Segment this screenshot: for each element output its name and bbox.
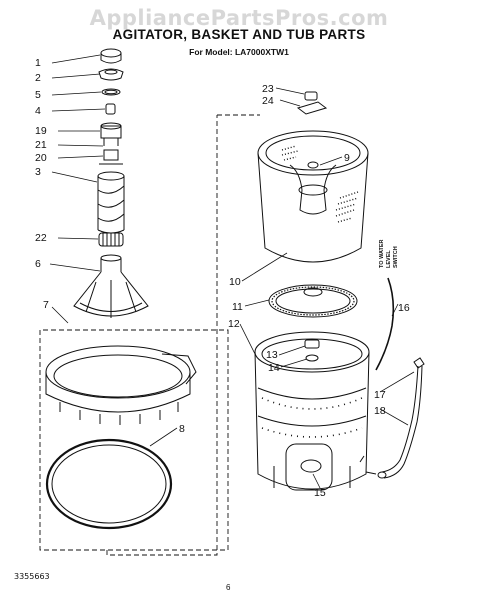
document-number: 3355663 — [14, 572, 50, 581]
callout-6: 6 — [35, 258, 41, 270]
callout-5: 5 — [35, 89, 41, 101]
water-level-label: TO WATER LEVEL SWITCH — [379, 239, 399, 268]
callout-21: 21 — [35, 139, 47, 151]
callout-24: 24 — [262, 95, 274, 107]
callout-numbers: 1 2 5 4 19 21 20 3 22 6 7 8 23 24 9 10 1… — [35, 57, 410, 499]
callout-16: 16 — [398, 302, 410, 314]
leader-lines — [49, 54, 415, 489]
callout-22: 22 — [35, 232, 47, 244]
callout-14: 14 — [268, 362, 280, 374]
side-label-line-3: SWITCH — [393, 246, 399, 268]
pressure-hose — [375, 277, 395, 371]
cap-seal — [98, 68, 124, 81]
drive-plate — [268, 284, 358, 318]
tub-gasket-inner — [51, 444, 167, 524]
agitator-cap — [100, 48, 122, 64]
callout-12: 12 — [228, 318, 240, 330]
side-label-line-1: TO WATER — [379, 239, 385, 268]
tub-gasket — [45, 438, 173, 530]
callout-20: 20 — [35, 152, 47, 164]
callout-1: 1 — [35, 57, 41, 69]
o-ring — [101, 88, 121, 96]
watermark: AppliancePartsPros.com — [89, 6, 389, 30]
basket-nut — [296, 91, 328, 115]
callout-13: 13 — [266, 349, 278, 361]
outer-tub — [254, 331, 370, 491]
callout-15: 15 — [314, 487, 326, 499]
side-label-line-2: LEVEL — [386, 250, 392, 268]
callout-9: 9 — [344, 152, 350, 164]
callout-17: 17 — [374, 389, 386, 401]
callout-4: 4 — [35, 105, 41, 117]
hose-assembly — [359, 357, 425, 479]
callout-3: 3 — [35, 166, 41, 178]
agitator-base — [73, 254, 149, 318]
callout-18: 18 — [374, 405, 386, 417]
callout-2: 2 — [35, 72, 41, 84]
bearing — [98, 232, 124, 247]
cam-part — [100, 122, 122, 146]
model-line: For Model: LA7000XTW1 — [189, 47, 289, 57]
tub-seal — [304, 339, 320, 362]
basket-part — [257, 130, 369, 263]
callout-23: 23 — [262, 83, 274, 95]
callout-19: 19 — [35, 125, 47, 137]
dogs-part — [105, 103, 116, 115]
drive-plate-teeth — [271, 286, 355, 316]
callout-10: 10 — [229, 276, 241, 288]
agitator-auger — [97, 171, 125, 234]
auger-part — [99, 149, 123, 165]
callout-7: 7 — [43, 299, 49, 311]
basket-perforations — [281, 145, 359, 223]
callout-8: 8 — [179, 423, 185, 435]
callout-11: 11 — [232, 301, 243, 313]
page-number: 6 — [226, 583, 231, 592]
dashed-group-left — [39, 115, 229, 556]
diagram-title: AGITATOR, BASKET AND TUB PARTS — [112, 27, 366, 42]
tub-rivets — [261, 397, 363, 438]
tub-ring — [45, 345, 197, 425]
